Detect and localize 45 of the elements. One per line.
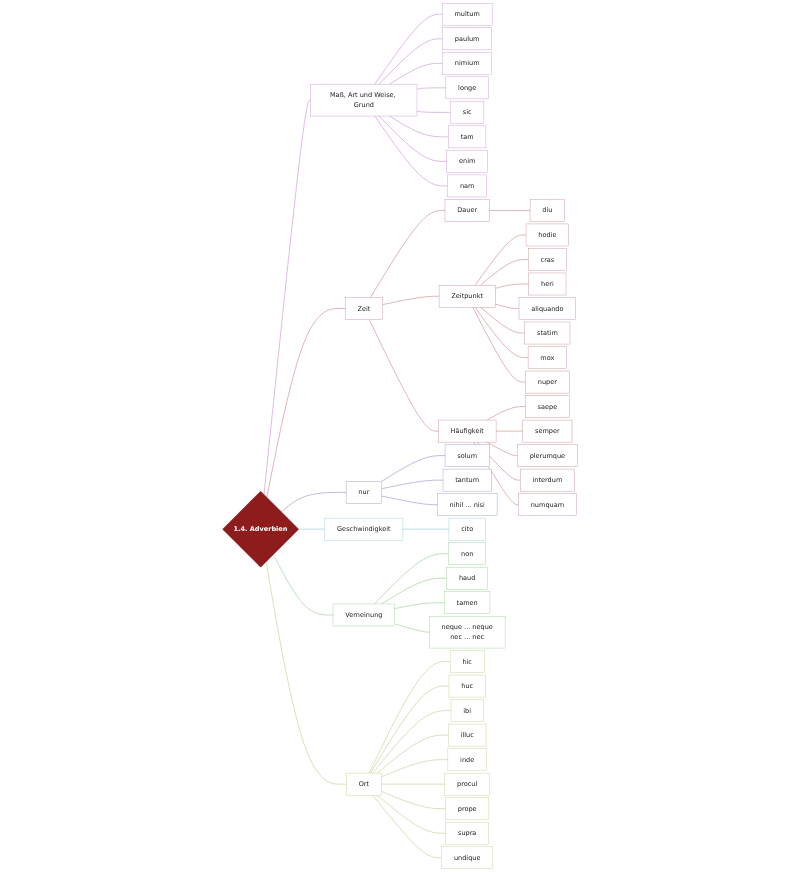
connector (378, 38, 443, 85)
connector (370, 685, 450, 774)
connector (378, 115, 448, 162)
connector (489, 210, 531, 211)
connector (372, 710, 452, 774)
connector (374, 553, 450, 605)
connector (273, 553, 334, 616)
connector (372, 794, 442, 858)
connector (368, 319, 439, 432)
connector (381, 759, 449, 778)
connector (474, 306, 529, 358)
connector (480, 306, 526, 334)
connector (381, 495, 438, 505)
connector (474, 234, 527, 286)
connector (298, 528, 326, 530)
connector (394, 602, 445, 609)
connector (416, 87, 447, 90)
connector (389, 63, 443, 85)
connector (494, 303, 520, 309)
connector (265, 561, 347, 785)
connector (486, 406, 526, 421)
connector (402, 528, 450, 530)
connector (376, 794, 447, 834)
connector (382, 295, 440, 305)
connector (266, 308, 346, 498)
connector (472, 306, 526, 383)
connector (263, 99, 312, 495)
connector (480, 259, 529, 286)
connector (394, 623, 430, 633)
connector (381, 783, 446, 785)
connector (389, 115, 449, 138)
connector (376, 734, 449, 774)
connector (486, 441, 518, 456)
connector (280, 492, 347, 513)
connector (416, 110, 451, 113)
connector (381, 479, 444, 490)
connector (368, 661, 451, 774)
connector (370, 210, 446, 298)
connector (381, 455, 446, 482)
connector (381, 791, 446, 809)
connector (495, 430, 524, 432)
connector (381, 577, 447, 605)
connector (374, 115, 448, 187)
connector (494, 283, 530, 289)
connector (374, 14, 443, 85)
